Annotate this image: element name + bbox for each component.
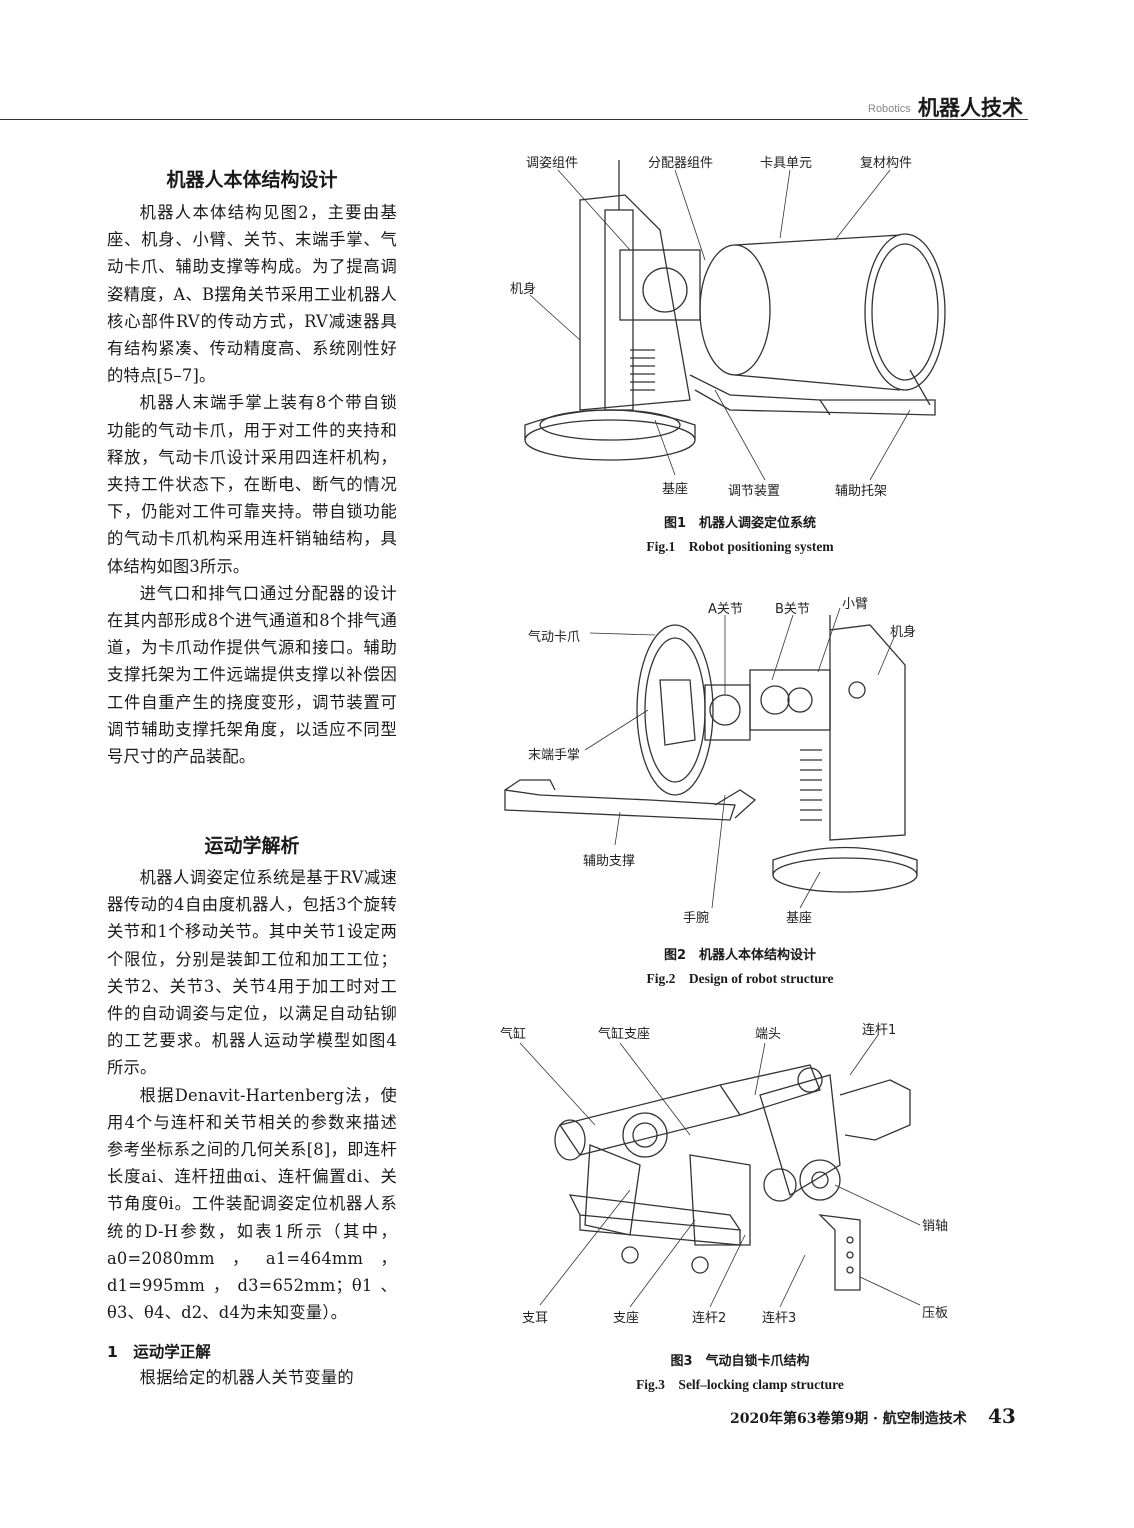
figure-1-drawing [524,160,946,481]
page-number: 43 [988,1404,1016,1428]
fig2-label: 辅助支撑 [583,854,636,869]
section-title-structure: 机器人本体结构设计 [166,169,338,191]
section-title-kinematics: 运动学解析 [204,835,300,857]
fig3-label: 支座 [613,1311,640,1326]
fig2-label: B关节 [775,602,810,617]
fig3-label: 连杆2 [692,1311,727,1326]
fig3-label: 气缸支座 [598,1027,651,1042]
fig3-label: 连杆1 [862,1023,897,1038]
paragraph: 根据Denavit-Hartenberg法，使用4个与连杆和关节相关的参数来描述… [107,1085,397,1323]
figure-3: 气缸 气缸支座 端头 连杆1 销轴 支耳 支座 连杆2 连杆3 压板 [490,1015,980,1335]
fig1-label: 复材构件 [860,156,913,171]
fig3-label: 连杆3 [762,1311,797,1326]
fig1-label: 机身 [510,282,537,297]
figure-3-drawing [519,1034,921,1308]
journal-footer: 2020年第63卷第9期 · 航空制造技术 [730,1411,967,1427]
header-section-en: Robotics [868,103,911,115]
paragraph: 进气口和排气口通过分配器的设计在其内部形成8个进气通道和8个排气通道，为卡爪动作… [107,583,397,767]
figure-3-caption-zh: 图3 气动自锁卡爪结构 [670,1354,810,1369]
paragraph: 机器人调姿定位系统是基于RV减速器传动的4自由度机器人，包括3个旋转关节和1个移… [107,868,397,1078]
figure-2-caption-zh: 图2 机器人本体结构设计 [663,948,817,963]
fig1-label: 分配器组件 [648,156,714,171]
figure-2-caption-en: Fig.2 Design of robot structure [646,971,834,986]
section-body-kinematics: 机器人调姿定位系统是基于RV减速器传动的4自由度机器人，包括3个旋转关节和1个移… [107,864,397,1326]
fig2-label: 小臂 [842,597,869,612]
fig3-label: 端头 [755,1027,782,1042]
header-section-zh: 机器人技术 [918,96,1023,120]
figure-2-drawing [504,607,918,909]
paragraph: 机器人本体结构见图2，主要由基座、机身、小臂、关节、末端手掌、气动卡爪、辅助支撑… [107,203,397,386]
fig3-label: 压板 [922,1306,949,1321]
fig1-label: 卡具单元 [760,156,813,171]
subsection-title: 1 运动学正解 [107,1343,211,1361]
fig2-label: 末端手掌 [528,748,581,763]
fig3-label: 销轴 [922,1219,949,1234]
fig2-label: A关节 [708,602,743,617]
header-rule [0,119,1028,120]
figure-3-caption-en: Fig.3 Self–locking clamp structure [636,1377,844,1392]
fig3-label: 气缸 [500,1027,527,1042]
figure-1-caption-zh: 图1 机器人调姿定位系统 [663,516,817,531]
figure-1-caption-en: Fig.1 Robot positioning system [646,539,834,554]
paragraph: 根据给定的机器人关节变量的 [139,1368,354,1387]
section-body-structure: 机器人本体结构见图2，主要由基座、机身、小臂、关节、末端手掌、气动卡爪、辅助支撑… [107,199,397,770]
fig2-label: 机身 [890,625,917,640]
fig2-label: 气动卡爪 [528,630,581,645]
figure-1: 调姿组件 分配器组件 卡具单元 复材构件 机身 基座 调节装置 辅助托架 [490,140,1050,510]
fig1-label: 辅助托架 [835,484,888,499]
paragraph: 机器人末端手掌上装有8个带自锁功能的气动卡爪，用于对工件的夹持和释放，气动卡爪设… [107,393,397,576]
fig1-label: 调节装置 [728,484,781,499]
fig1-label: 基座 [662,482,689,497]
fig1-label: 调姿组件 [526,156,579,171]
fig2-label: 手腕 [683,911,710,926]
fig2-label: 基座 [786,911,813,926]
figure-2: A关节 B关节 小臂 气动卡爪 机身 末端手掌 辅助支撑 手腕 基座 [500,590,940,935]
fig3-label: 支耳 [522,1311,549,1326]
